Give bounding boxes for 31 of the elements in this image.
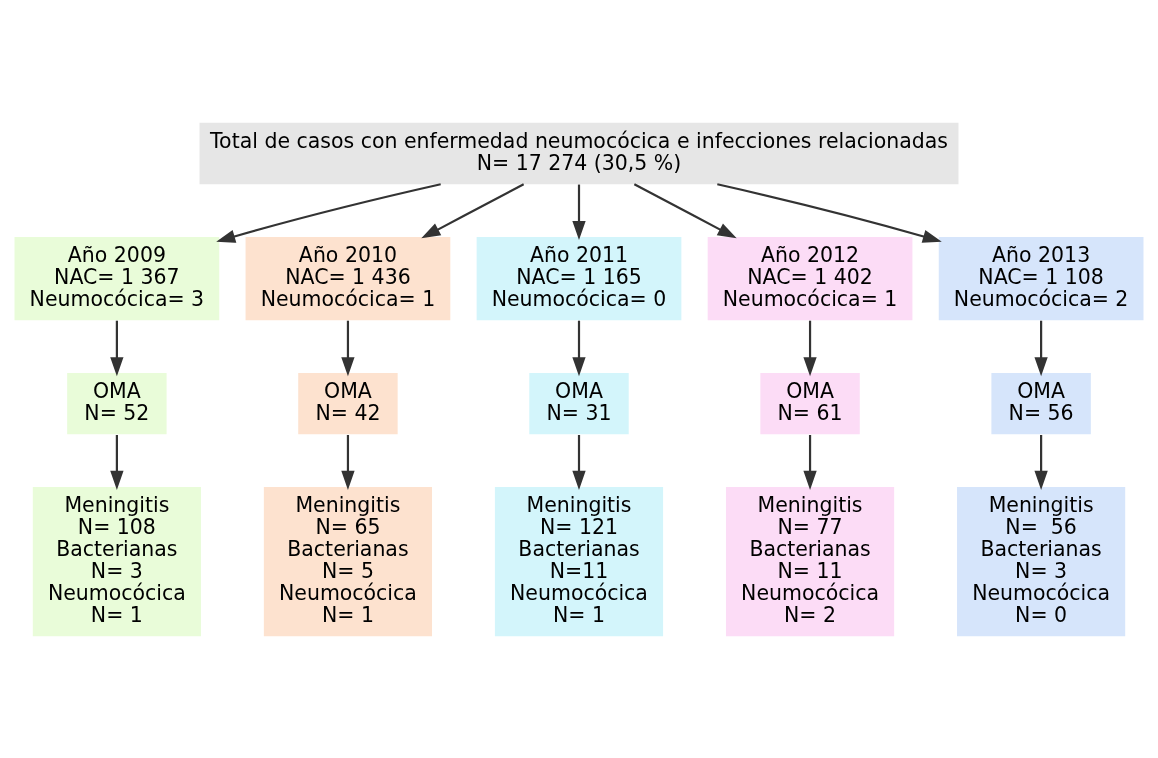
arrow bbox=[1034, 320, 1048, 376]
arrow bbox=[572, 320, 586, 376]
node-box: Año 2009 NAC= 1 367 Neumocócica= 3 bbox=[14, 236, 220, 320]
arrow bbox=[633, 182, 737, 238]
arrow bbox=[341, 320, 355, 376]
arrow bbox=[572, 184, 586, 240]
arrow bbox=[341, 434, 355, 490]
node-box: Año 2013 NAC= 1 108 Neumocócica= 2 bbox=[938, 236, 1144, 320]
node-box: Meningitis N= 77 Bacterianas N= 11 Neumocócica N= 2 bbox=[725, 486, 895, 636]
node-box: Año 2012 NAC= 1 402 Neumocócica= 1 bbox=[707, 236, 913, 320]
node-box: Meningitis N= 108 Bacterianas N= 3 Neumocócica N= 1 bbox=[32, 486, 201, 636]
arrow bbox=[803, 320, 817, 376]
node-box: OMA N= 61 bbox=[760, 372, 860, 434]
arrow bbox=[572, 434, 586, 490]
arrow bbox=[421, 182, 525, 238]
arrow bbox=[717, 182, 942, 243]
node-box: OMA N= 42 bbox=[298, 372, 398, 434]
arrow bbox=[110, 320, 124, 376]
arrow bbox=[1034, 434, 1048, 490]
node-box: OMA N= 56 bbox=[991, 372, 1091, 434]
node-box: Meningitis N= 121 Bacterianas N=11 Neumocócica N= 1 bbox=[494, 486, 664, 636]
node-box: Meningitis N= 65 Bacterianas N= 5 Neumocócica N= 1 bbox=[263, 486, 433, 636]
node-box: OMA N= 52 bbox=[67, 372, 167, 434]
node-box: Meningitis N= 56 Bacterianas N= 3 Neumocócica N= 0 bbox=[957, 486, 1126, 636]
arrow bbox=[110, 434, 124, 490]
node-box: Total de casos con enfermedad neumocócica e infecciones relacionadas N= 17 274 (30,5 %) bbox=[199, 122, 959, 184]
node-box: OMA N= 31 bbox=[529, 372, 629, 434]
arrow bbox=[216, 182, 441, 243]
node-box: Año 2010 NAC= 1 436 Neumocócica= 1 bbox=[245, 236, 451, 320]
arrow bbox=[803, 434, 817, 490]
node-box: Año 2011 NAC= 1 165 Neumocócica= 0 bbox=[476, 236, 682, 320]
